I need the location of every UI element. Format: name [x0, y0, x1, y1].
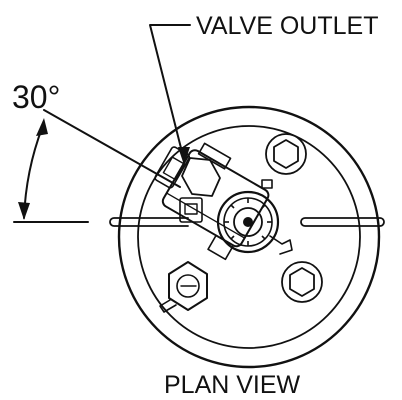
rod-left — [109, 217, 189, 227]
hex-fitting-bottom-left — [159, 261, 208, 313]
valve-outlet-leader-arrowhead — [178, 147, 190, 165]
central-dial — [216, 179, 293, 255]
angle-label: 30° — [12, 79, 60, 115]
tank-outer-circle — [117, 105, 381, 369]
angle-arrowhead-top — [36, 118, 48, 136]
valve-assembly — [154, 142, 270, 261]
tank-inner-circle — [137, 125, 361, 349]
valve-outlet-leader-line — [149, 24, 191, 161]
hex-plug-bottom — [281, 261, 323, 303]
dimension-angle-line — [43, 109, 181, 188]
rod-right — [300, 217, 385, 227]
valve-outlet-label: VALVE OUTLET — [196, 12, 378, 40]
hex-plug-top — [265, 133, 307, 175]
valve-outlet-port — [179, 157, 221, 223]
view-caption: PLAN VIEW — [164, 371, 301, 399]
angle-arrowhead-bottom — [18, 202, 30, 220]
